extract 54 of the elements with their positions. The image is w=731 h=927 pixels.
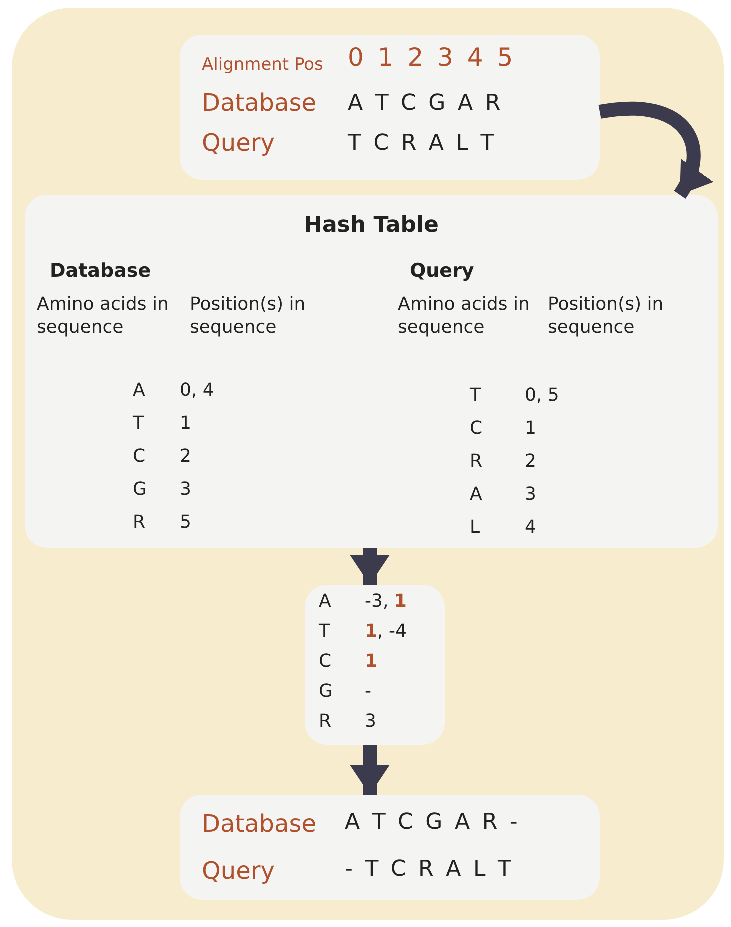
amino-acid-letter: R: [470, 451, 483, 472]
column-header: Position(s) in sequence: [190, 293, 307, 340]
amino-acid-letter: C: [470, 418, 483, 439]
position-value: 2: [525, 451, 536, 472]
offset-value: -3, 1: [365, 591, 407, 612]
row-label: Query: [202, 857, 275, 885]
sequence-letters: A T C G A R: [348, 91, 504, 116]
column-group-heading: Query: [410, 260, 474, 282]
column-group-heading: Database: [50, 260, 152, 282]
amino-acid-letter: L: [470, 517, 480, 538]
amino-acid-letter: A: [319, 591, 332, 612]
amino-acid-letter: R: [133, 512, 146, 533]
sequence-letters: A T C G A R -: [345, 810, 520, 835]
position-value: 1: [525, 418, 536, 439]
sequence-letters: - T C R A L T: [345, 857, 514, 882]
column-header: Position(s) in sequence: [548, 293, 665, 340]
offset-value: -: [365, 681, 372, 702]
rounded-box: [180, 35, 600, 180]
position-value: 2: [180, 446, 192, 467]
rounded-box: [25, 195, 718, 548]
position-value: 5: [180, 512, 192, 533]
position-value: 3: [180, 479, 192, 500]
rounded-box: [180, 795, 600, 900]
offset-value: 1: [365, 651, 378, 672]
amino-acid-letter: C: [133, 446, 146, 467]
position-value: 0, 4: [180, 380, 214, 401]
rounded-box: [305, 585, 445, 745]
position-value: 0, 5: [525, 385, 560, 406]
amino-acid-letter: R: [319, 711, 332, 732]
amino-acid-letter: A: [470, 484, 482, 505]
amino-acid-letter: G: [319, 681, 333, 702]
amino-acid-letter: A: [133, 380, 146, 401]
amino-acid-letter: T: [319, 621, 330, 642]
amino-acid-letter: T: [133, 413, 144, 434]
position-numbers: 0 1 2 3 4 5: [348, 43, 516, 72]
row-label: Alignment Pos: [202, 55, 324, 75]
arrow: [599, 102, 713, 199]
column-header: Amino acids in sequence: [398, 293, 531, 340]
sequence-letters: T C R A L T: [348, 131, 497, 156]
offset-value: 3: [365, 711, 376, 732]
position-value: 1: [180, 413, 192, 434]
position-value: 4: [525, 517, 536, 538]
amino-acid-letter: T: [470, 385, 481, 406]
row-label: Database: [202, 810, 317, 838]
position-value: 3: [525, 484, 536, 505]
arrow: [350, 548, 390, 585]
offset-value: 1, -4: [365, 621, 407, 642]
table-heading: Hash Table: [303, 213, 440, 238]
row-label: Database: [202, 89, 317, 117]
amino-acid-letter: C: [319, 651, 332, 672]
amino-acid-letter: G: [133, 479, 147, 500]
row-label: Query: [202, 129, 275, 157]
column-header: Amino acids in sequence: [37, 293, 170, 340]
arrow: [350, 745, 390, 795]
